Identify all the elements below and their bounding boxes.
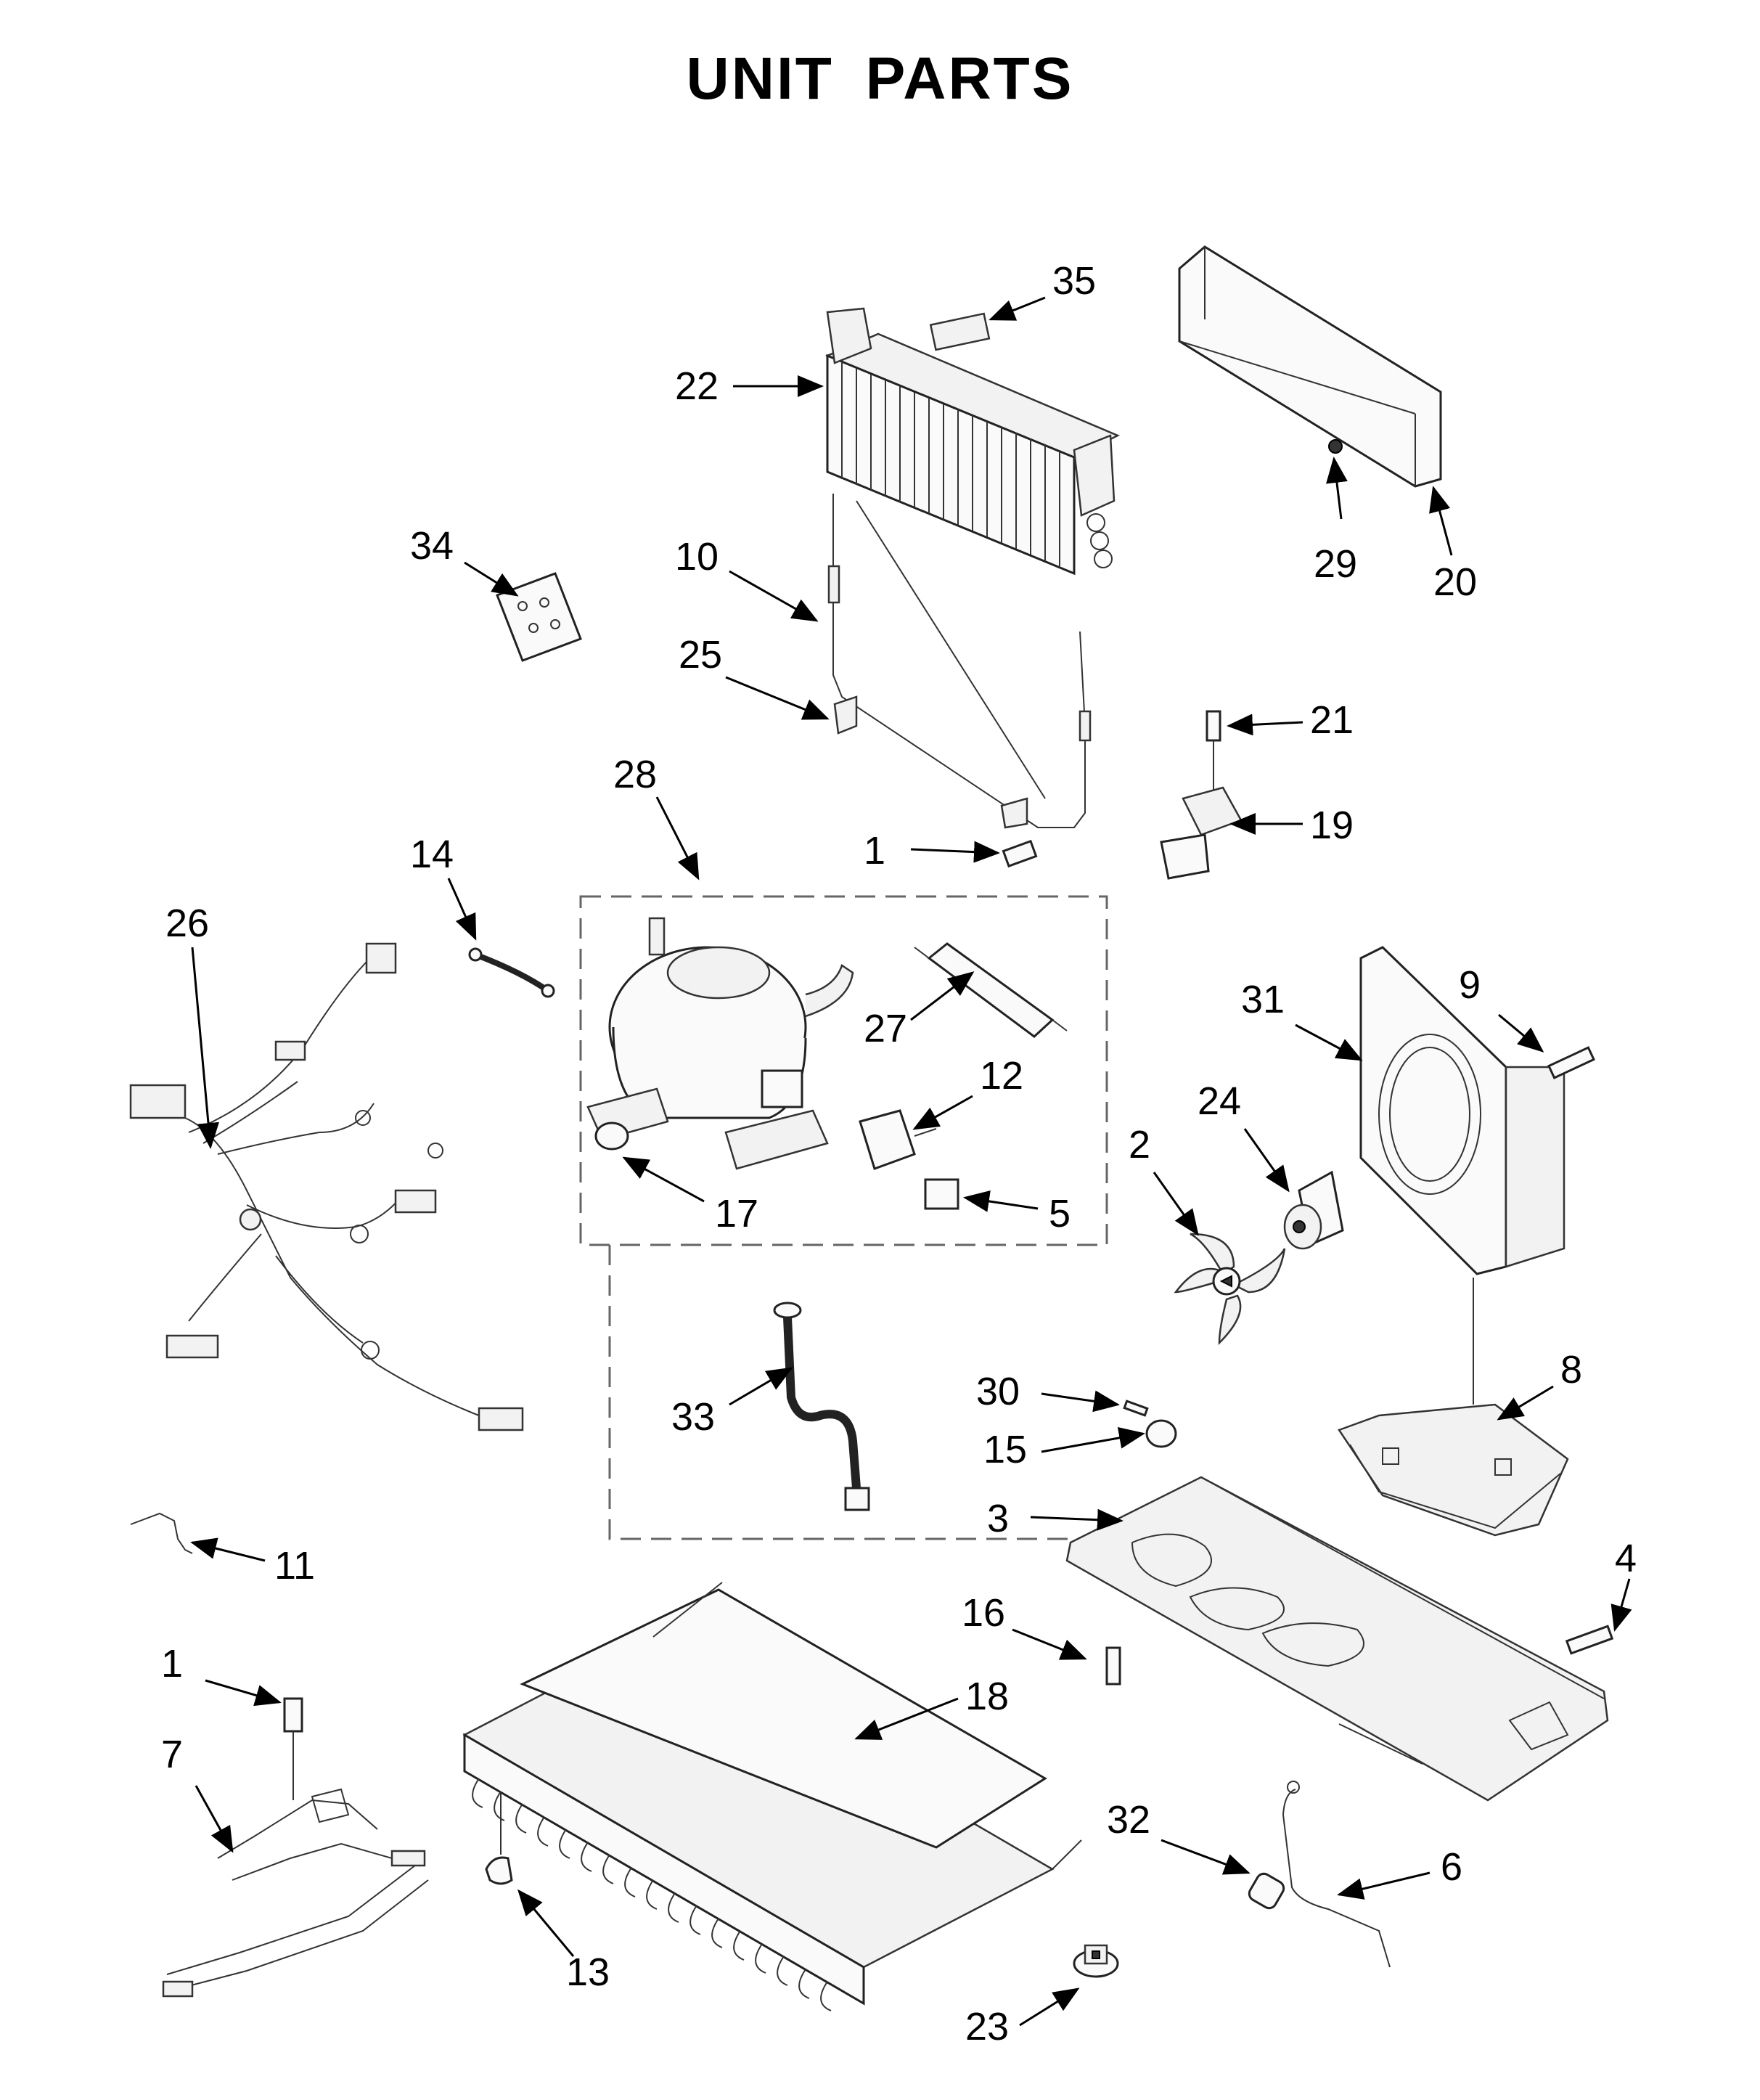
page-title: UNIT PARTS (686, 46, 1074, 112)
callout-1-upper: 1 (864, 829, 885, 873)
heater-6[interactable] (1282, 1781, 1391, 1968)
callout-14: 14 (410, 833, 454, 876)
callout-2: 2 (1129, 1123, 1150, 1167)
screw-9[interactable] (1547, 1046, 1595, 1079)
control-board-part[interactable] (496, 572, 582, 662)
callout-26: 26 (165, 902, 209, 945)
condenser-part[interactable] (824, 307, 1120, 576)
drain-tube-part[interactable] (773, 1302, 870, 1511)
drier-part[interactable] (914, 942, 1068, 1038)
base-plate-part[interactable] (1065, 1476, 1609, 1802)
fan-shroud-part[interactable] (1359, 946, 1565, 1275)
callout-13: 13 (566, 1950, 610, 1994)
harness-7[interactable] (162, 1731, 429, 1998)
screw-lower[interactable] (283, 1697, 303, 1733)
callout-28: 28 (613, 753, 657, 796)
evaporator-part[interactable] (462, 1582, 1082, 2011)
callout-4: 4 (1615, 1537, 1637, 1580)
callout-16: 16 (962, 1591, 1005, 1635)
thermostat-23[interactable] (1073, 1944, 1119, 1978)
screw-upper[interactable] (1002, 839, 1038, 868)
wire-clip-11[interactable] (130, 1512, 193, 1554)
callout-19: 19 (1310, 804, 1354, 847)
callout-9: 9 (1459, 963, 1481, 1007)
shroud-cover-part[interactable] (1178, 245, 1442, 488)
compressor-part[interactable] (586, 917, 854, 1170)
thermistor-32[interactable] (1247, 1871, 1287, 1911)
callout-30: 30 (976, 1370, 1020, 1413)
callout-7: 7 (161, 1733, 183, 1776)
grommet-part[interactable] (594, 1122, 629, 1151)
callout-20: 20 (1433, 560, 1477, 604)
callout-23: 23 (965, 2005, 1009, 2048)
callout-17: 17 (715, 1192, 758, 1235)
callout-31: 31 (1241, 978, 1285, 1021)
leader-lines (190, 296, 1632, 2027)
wire-harness-part[interactable] (129, 942, 524, 1431)
callout-35: 35 (1052, 259, 1096, 303)
screw-16[interactable] (1105, 1646, 1121, 1686)
callout-21: 21 (1310, 698, 1354, 742)
callout-25: 25 (679, 633, 722, 677)
fan-motor-part[interactable] (1283, 1170, 1344, 1250)
relay-part[interactable] (859, 1109, 937, 1170)
callout-27: 27 (864, 1007, 907, 1050)
grommet-30[interactable] (1123, 1400, 1149, 1417)
bumper-15[interactable] (1145, 1419, 1177, 1448)
callout-6: 6 (1441, 1845, 1462, 1889)
callout-34: 34 (410, 524, 454, 568)
clip-13[interactable] (485, 1793, 513, 1885)
heater-loop-part[interactable] (827, 494, 1092, 829)
callout-12: 12 (980, 1054, 1023, 1098)
callout-5: 5 (1049, 1192, 1071, 1235)
fan-blade-part[interactable] (1174, 1233, 1286, 1346)
callout-29: 29 (1314, 542, 1357, 586)
callout-22: 22 (675, 364, 719, 408)
callout-33: 33 (671, 1395, 715, 1439)
relay-cap-part[interactable] (924, 1178, 959, 1210)
strap-part[interactable] (468, 947, 555, 998)
callout-11: 11 (274, 1544, 315, 1588)
fan-mount-part[interactable] (1338, 1278, 1569, 1537)
callout-24: 24 (1198, 1079, 1241, 1123)
callout-32: 32 (1107, 1798, 1150, 1842)
callout-18: 18 (965, 1675, 1009, 1718)
bracket-part[interactable] (1160, 710, 1243, 880)
screw-4[interactable] (1565, 1625, 1614, 1655)
callout-1-lower: 1 (161, 1642, 183, 1686)
compressor-assembly-box (579, 895, 1143, 1540)
callout-10: 10 (675, 535, 719, 579)
callout-15: 15 (983, 1428, 1027, 1471)
callout-labels: 35 22 29 20 34 10 25 21 19 28 1 14 26 9 … (161, 259, 1637, 2048)
callout-8: 8 (1560, 1348, 1582, 1392)
callout-3: 3 (987, 1497, 1009, 1540)
